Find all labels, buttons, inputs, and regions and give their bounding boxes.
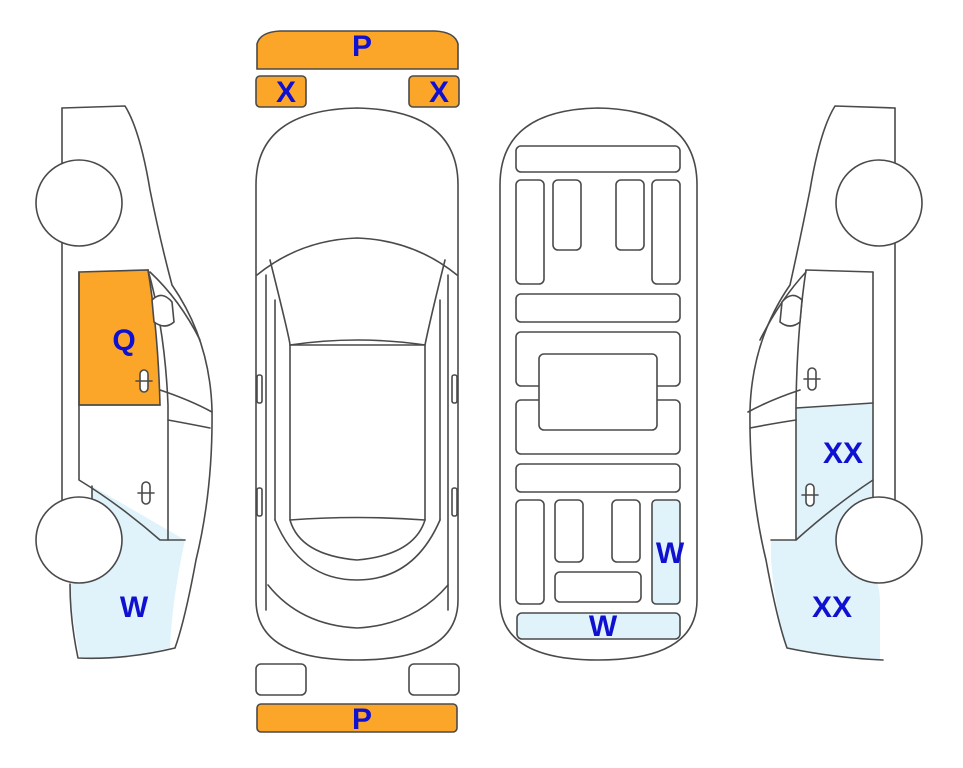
left-rear-quarter-label: W	[120, 591, 149, 624]
front-bumper-zone[interactable]: P	[256, 30, 459, 70]
right-side-view: XX XX	[747, 105, 923, 661]
underbody-rear-right-label: W	[656, 537, 685, 570]
left-side-view: Q W	[35, 105, 213, 660]
front-left-light-label: X	[276, 76, 296, 109]
underbody-rear-zone[interactable]	[516, 612, 681, 640]
front-right-light-zone[interactable]: X	[408, 75, 460, 109]
underbody-view: W W	[499, 107, 698, 661]
top-view	[255, 107, 459, 661]
rear-left-light[interactable]	[255, 663, 307, 696]
right-rear-door-zone[interactable]	[796, 403, 873, 540]
front-right-light-label: X	[429, 76, 449, 109]
rear-bumper-label: P	[352, 703, 372, 736]
underbody-rear-right-zone[interactable]	[651, 499, 681, 605]
underbody-rear-label: W	[589, 610, 618, 643]
rear-right-light[interactable]	[408, 663, 460, 696]
right-rear-quarter-label: XX	[812, 591, 852, 624]
front-left-light-zone[interactable]: X	[255, 75, 307, 109]
left-front-door-label: Q	[112, 324, 135, 357]
front-bumper-label: P	[352, 30, 372, 63]
right-rear-door-label: XX	[823, 437, 863, 470]
rear-bumper-zone[interactable]: P	[256, 703, 458, 736]
